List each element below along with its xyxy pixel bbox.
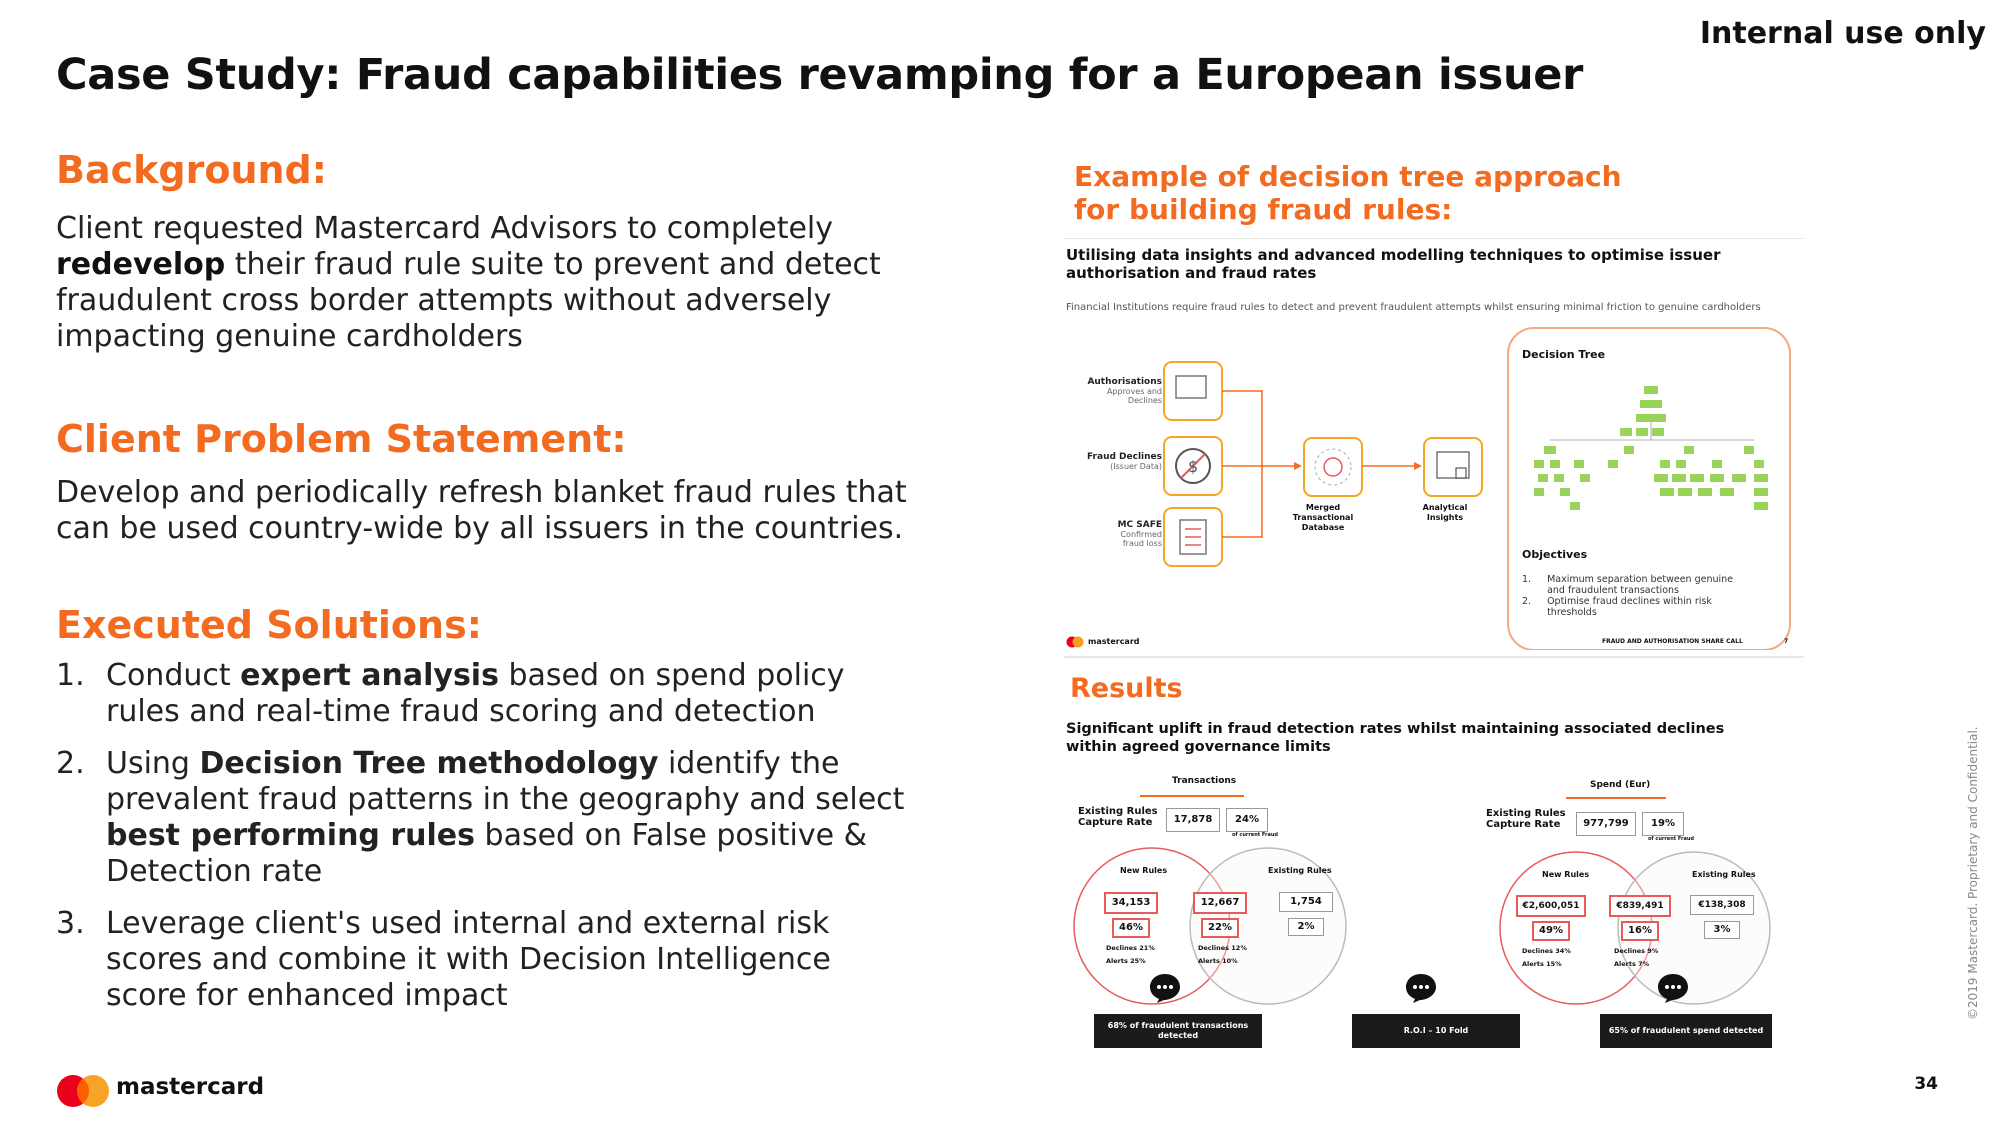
background-heading: Background: [56,148,327,192]
transactions-underline [1140,795,1244,797]
transactions-existing-only-value: 1,754 [1279,892,1333,912]
transactions-of-current: of current Fraud [1232,832,1278,838]
transactions-overlap-stats: Declines 12%Alerts 10% [1198,944,1247,965]
solutions-heading: Executed Solutions: [56,603,482,647]
transactions-overlap-value: 12,667 [1193,892,1247,914]
spend-new-stats: Declines 34%Alerts 15% [1522,947,1571,968]
transactions-new-stats: Declines 21%Alerts 25% [1106,944,1155,965]
spend-callout: 65% of fraudulent spend detected [1600,1014,1772,1048]
mastercard-logo-icon [57,1075,109,1107]
results-subtitle: Significant uplift in fraud detection ra… [1066,721,1725,755]
solution-item: 3.Leverage client's used internal and ex… [56,906,831,1013]
divider [1064,656,1804,658]
source-fraud-declines: Fraud Declines (Issuer Data) [1086,452,1162,471]
results-heading: Results [1070,673,1183,704]
solutions-list: 1.Conduct expert analysis based on spend… [56,658,916,1030]
spend-new-value: €2,600,051 [1516,895,1586,917]
mini-page: 7 [1784,638,1789,645]
spend-overlap-stats: Declines 9%Alerts 7% [1614,947,1659,968]
spend-overlap-value: €839,491 [1609,895,1671,917]
merged-database-icon [1303,437,1363,497]
svg-text:$: $ [1188,457,1198,476]
transactions-existing-value: 17,878 [1166,808,1220,832]
speech-bubble-icon [1406,974,1436,1003]
spend-header: Spend (Eur) [1590,780,1651,790]
page-title: Case Study: Fraud capabilities revamping… [56,50,1584,100]
spend-existing-pct: 19% [1642,812,1684,836]
speech-bubble-icon [1658,974,1688,1003]
spend-existing-only-value: €138,308 [1690,895,1754,915]
transactions-venn [1073,847,1347,1005]
objectives-title: Objectives [1522,548,1588,561]
roi-callout: R.O.I – 10 Fold [1352,1014,1520,1048]
mini-brand: mastercard [1088,637,1140,646]
flow-diagram: $ [1163,327,1791,650]
transactions-existing-rules-label: Existing Rules [1268,866,1332,875]
brand-wordmark: mastercard [116,1074,265,1100]
transactions-new-pct: 46% [1112,918,1150,938]
spend-existing-value: 977,799 [1576,812,1636,836]
solution-item: 2.Using Decision Tree methodology identi… [56,746,905,889]
authorisations-icon [1163,361,1223,421]
spend-existing-rules-label: Existing Rules [1692,870,1756,879]
decision-tree-panel [1507,327,1791,650]
transactions-new-rules-label: New Rules [1120,866,1168,875]
transactions-callout: 68% of fraudulent transactions detected [1094,1014,1262,1048]
example-heading: Example of decision tree approach for bu… [1074,160,1622,226]
example-caption: Financial Institutions require fraud rul… [1066,302,1761,313]
analytical-insights-icon [1423,437,1483,497]
example-subtitle: Utilising data insights and advanced mod… [1066,246,1721,282]
classification-label: Internal use only [1699,16,1986,51]
transactions-existing-only-pct: 2% [1288,918,1324,936]
spend-new-pct: 49% [1532,921,1570,941]
mini-footer: FRAUD AND AUTHORISATION SHARE CALL [1602,638,1743,645]
spend-overlap-pct: 16% [1621,921,1659,941]
source-mc-safe: MC SAFE Confirmed fraud loss [1117,520,1162,548]
spend-new-rules-label: New Rules [1542,870,1590,879]
background-text: Client requested Mastercard Advisors to … [56,211,881,354]
background-emphasis: redevelop [56,247,226,282]
spend-underline [1566,797,1666,799]
source-authorisations: Authorisations Approves and Declines [1087,377,1162,405]
divider [1064,238,1804,239]
spend-of-current: of current Fraud [1648,836,1694,842]
page-number: 34 [1914,1074,1938,1094]
transactions-new-value: 34,153 [1104,892,1158,914]
transactions-overlap-pct: 22% [1201,918,1239,938]
solution-item: 1.Conduct expert analysis based on spend… [56,658,845,729]
transactions-header: Transactions [1172,776,1237,786]
copyright-note: ©2019 Mastercard. Proprietary and Confid… [1966,726,1980,1020]
problem-heading: Client Problem Statement: [56,417,627,461]
problem-text: Develop and periodically refresh blanket… [56,475,907,546]
spend-existing-only-pct: 3% [1704,921,1740,939]
speech-bubble-icon [1150,974,1180,1003]
decision-tree-title: Decision Tree [1522,348,1606,361]
transactions-existing-pct: 24% [1226,808,1268,832]
decision-tree-icon [1534,386,1768,510]
mini-mastercard-logo-icon [1066,636,1084,648]
